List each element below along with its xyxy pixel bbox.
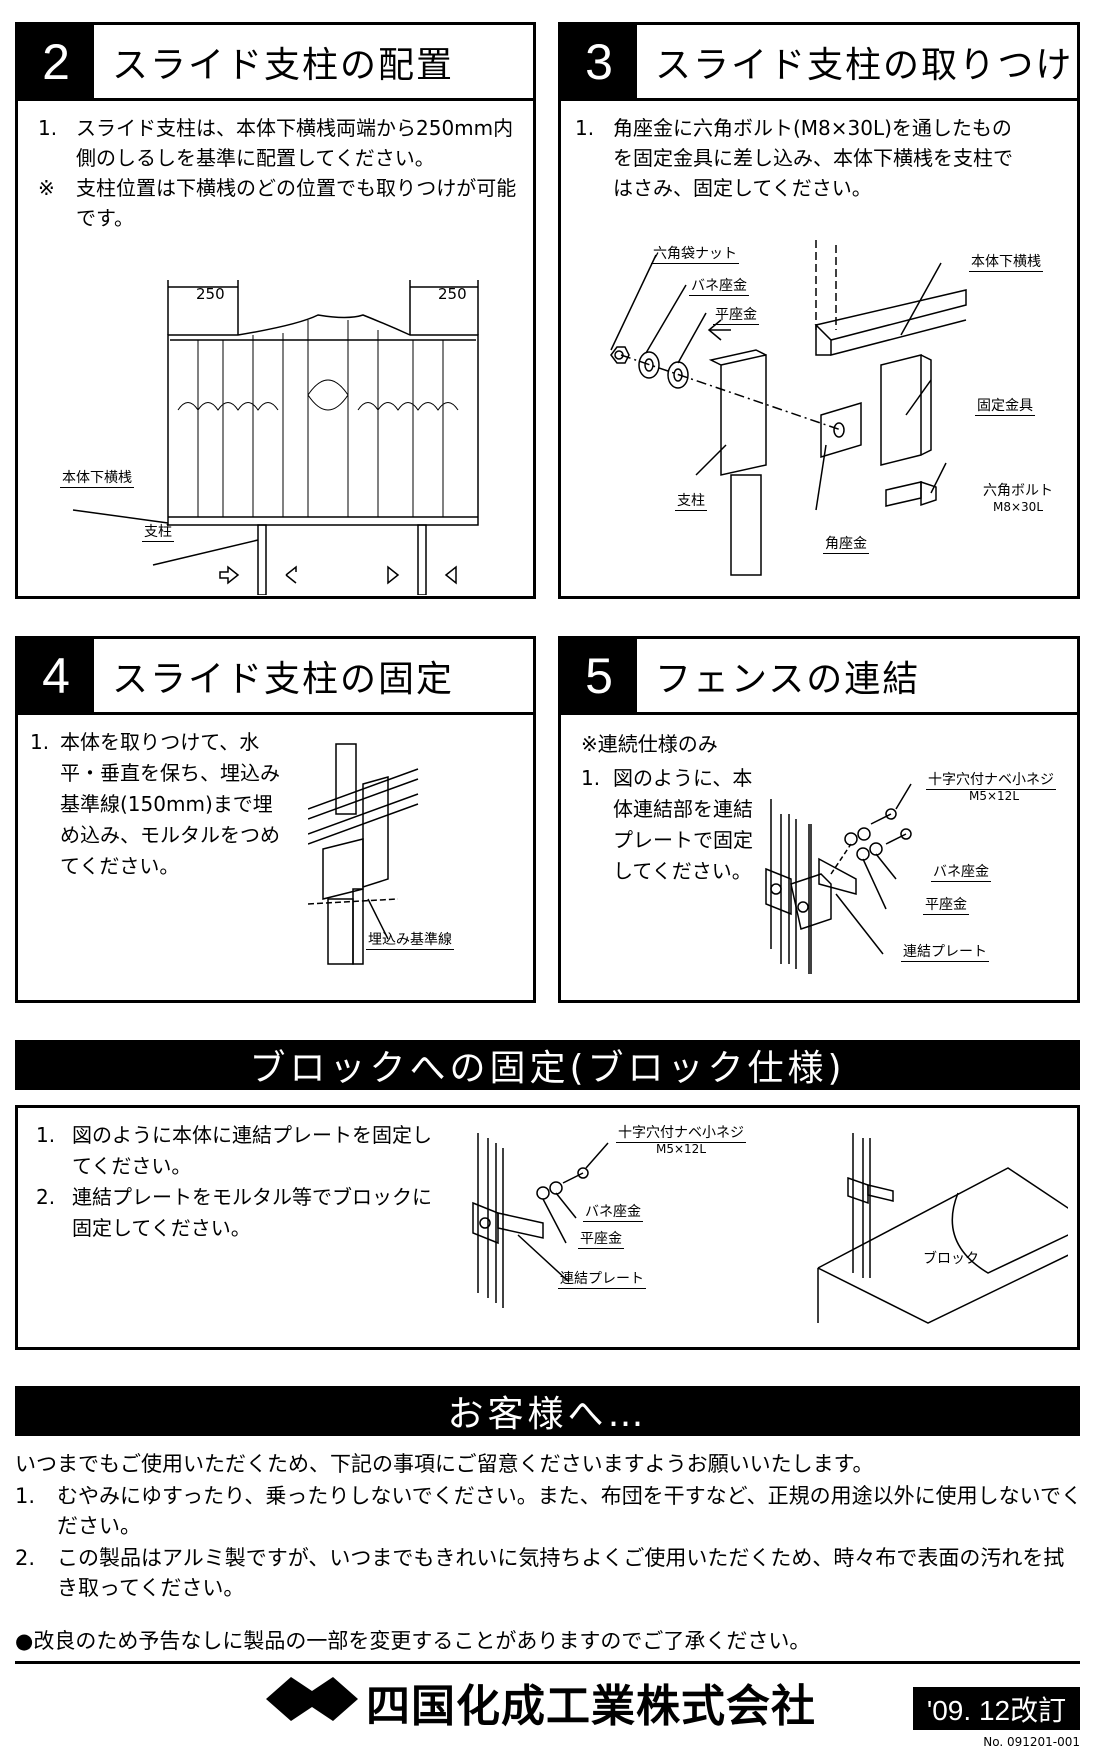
label-post: 支柱 [142, 521, 174, 542]
step-number: 3 [561, 25, 637, 98]
instruction: 1.角座金に六角ボルト(M8×30L)を通したものを固定金具に差し込み、本体下横… [575, 116, 1013, 200]
label-flat-washer: 平座金 [713, 304, 759, 325]
step-number: 4 [18, 639, 94, 712]
label-flat-washer: 平座金 [923, 894, 969, 915]
section-2: 2 スライド支柱の配置 1.スライド支柱は、本体下横桟両端から250mm内側のしる… [15, 22, 536, 599]
label-screw-size: M5×12L [656, 1142, 706, 1156]
label-screw-size: M5×12L [969, 789, 1019, 803]
instruction: 1.図のように本体に連結プレートを固定してください。 [36, 1123, 432, 1178]
fence-connect-diagram [765, 783, 912, 974]
label-hex-cap-nut: 六角袋ナット [651, 243, 739, 264]
label-rail: 本体下横桟 [60, 467, 134, 488]
section-3: 3 スライド支柱の取りつけ 1.角座金に六角ボルト(M8×30L)を通したものを固… [558, 22, 1080, 599]
label-screw: 十字穴付ナベ小ネジ [926, 769, 1056, 790]
block-section: 1.図のように本体に連結プレートを固定してください。 2.連結プレートをモルタル… [15, 1105, 1080, 1350]
label-connect-plate: 連結プレート [901, 941, 989, 962]
section-title: スライド支柱の取りつけ [655, 44, 1074, 86]
instruction: 2.連結プレートをモルタル等でブロックに固定してください。 [36, 1185, 432, 1240]
company-name: 四国化成工業株式会社 [366, 1681, 816, 1732]
instruction: 1.図のように、本体連結部を連結プレートで固定してください。 [581, 766, 753, 883]
label-post: 支柱 [675, 490, 707, 511]
gate-diagram [72, 280, 479, 595]
step-number: 5 [561, 639, 637, 712]
label-bolt-size: M8×30L [993, 500, 1043, 514]
label-square-washer: 角座金 [823, 533, 869, 554]
label-connect-plate: 連結プレート [558, 1268, 646, 1289]
label-flat-washer: 平座金 [578, 1228, 624, 1249]
customer-section-title: お客様へ… [15, 1386, 1080, 1436]
dimension-right: 250 [438, 285, 467, 303]
company-logo-icon [266, 1677, 358, 1721]
section-5: 5 フェンスの連結 ※連続仕様のみ 1.図のように、本体連結部を連結プレートで固定… [558, 636, 1080, 1003]
label-spring-washer: バネ座金 [583, 1201, 643, 1222]
step-number: 2 [18, 25, 94, 98]
post-embed-diagram [308, 743, 419, 965]
instruction: ※支柱位置は下横桟のどの位置でも取りつけが可能です。 [38, 176, 517, 230]
change-notice: ●改良のため予告なしに製品の一部を変更することがありますのでご了承ください。 [15, 1629, 811, 1653]
instruction: 1.スライド支柱は、本体下横桟両端から250mm内側のしるしを基準に配置してくだ… [38, 116, 514, 170]
section-title: フェンスの連結 [655, 658, 921, 700]
customer-item: 1.むやみにゆすったり、乗ったりしないでください。また、布団を干すなど、正規の用… [15, 1484, 1083, 1538]
post-assembly-diagram [610, 240, 967, 576]
label-spring-washer: バネ座金 [931, 861, 991, 882]
note: ※連続仕様のみ [581, 732, 718, 756]
label-rail: 本体下横桟 [969, 251, 1043, 272]
block-section-title: ブロックへの固定(ブロック仕様) [15, 1040, 1080, 1090]
label-bracket: 固定金具 [975, 395, 1035, 416]
divider [15, 1661, 1080, 1664]
revision-badge: '09. 12改訂 [913, 1687, 1080, 1730]
block-connect-diagram [472, 1133, 1068, 1324]
label-embed-line: 埋込み基準線 [366, 929, 454, 950]
customer-item: 2.この製品はアルミ製ですが、いつまでもきれいに気持ちよくご使用いただくため、時… [15, 1546, 1065, 1600]
customer-intro: いつまでもご使用いただくため、下記の事項にご留意くださいますようお願いいたします… [15, 1452, 874, 1476]
dimension-left: 250 [196, 285, 225, 303]
section-title: スライド支柱の固定 [112, 658, 455, 700]
label-block: ブロック [923, 1251, 979, 1267]
label-spring-washer: バネ座金 [689, 275, 749, 296]
instruction: 1.本体を取りつけて、水平・垂直を保ち、埋込み基準線(150mm)まで埋め込み、… [30, 730, 280, 878]
section-4: 4 スライド支柱の固定 1.本体を取りつけて、水平・垂直を保ち、埋込み基準線(15… [15, 636, 536, 1003]
document-number: No. 091201-001 [983, 1735, 1080, 1749]
label-screw: 十字穴付ナベ小ネジ [616, 1122, 746, 1143]
section-title: スライド支柱の配置 [112, 44, 455, 86]
label-hex-bolt: 六角ボルト [983, 483, 1053, 499]
